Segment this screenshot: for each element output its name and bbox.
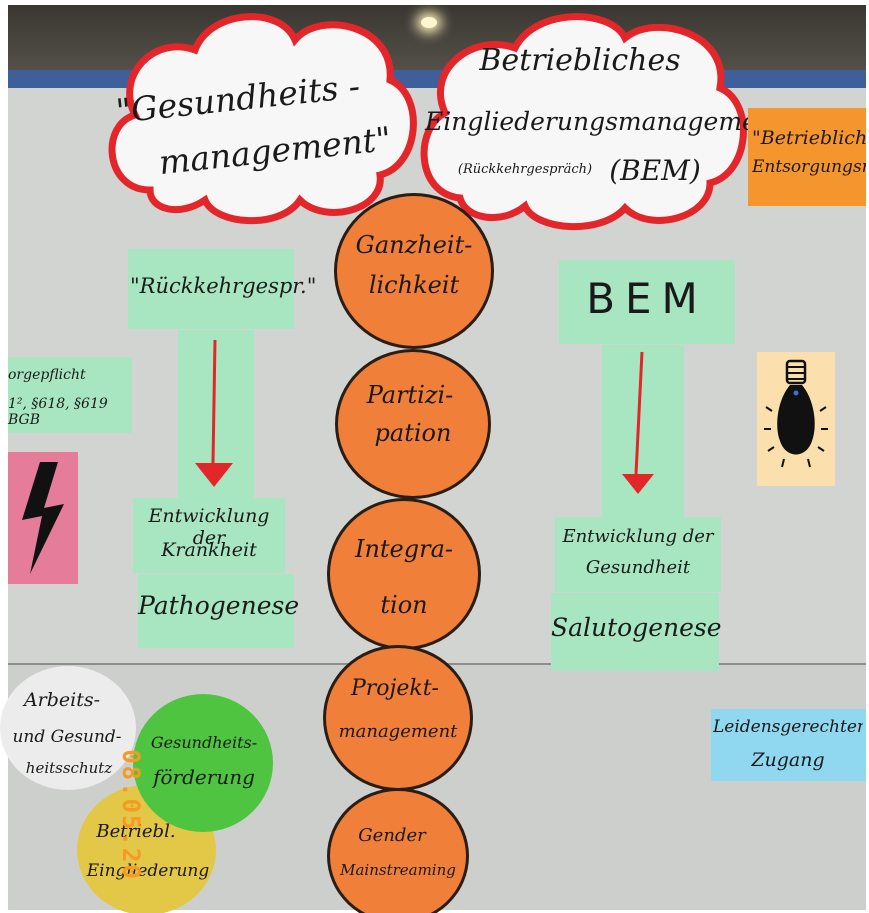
ceiling-light [421,17,437,28]
cloud-right-line3: (Rückkehrgespräch) [457,162,593,177]
circle-gesundheitsfoerderung [133,694,273,832]
circle-projektmanagement-line1: Projekt- [350,676,439,701]
right-down-arrow [622,351,654,494]
circle-partizipation-line1: Partizi- [366,381,454,409]
pathogenese-card [138,574,294,648]
salutogenese-label: Salutogenese [551,613,722,642]
circle-gender-mainstreaming [327,788,469,913]
betriebl-line1: Betriebl. [96,821,176,842]
top-right-card-line2: Entsorgungsm [752,158,866,177]
bem-title: BEM [586,274,708,323]
circle-ganzheitlichkeit-line1: Ganzheit- [355,231,473,259]
betriebl-line2: Eingliederung [86,861,210,881]
cloud-right-line2: Eingliederungsmanagement [425,107,783,136]
entwicklung-gesundheit-line1: Entwicklung der [562,526,714,547]
gesundheitsfoerderung-line1: Gesundheits- [150,733,258,752]
date-stamp: 08.05.20 [117,749,145,881]
circle-integration-line1: Integra- [354,535,454,563]
circle-partizipation-line2: pation [374,419,452,447]
circle-projektmanagement-line2: management [338,721,458,742]
entwicklung-krankheit-line1: Entwicklung der [148,505,270,549]
bem-card [559,260,735,344]
circle-integration [327,498,481,650]
circle-arbeitsschutz [0,666,136,790]
entwicklung-gesundheit-card [555,517,721,592]
cloud-gesundheitsmanagement [108,13,417,225]
circle-ganzheitlichkeit [334,193,494,349]
circle-ganzheitlichkeit-line2: lichkeit [368,271,460,299]
lightning-icon [22,462,64,574]
gesundheitsfoerderung-line2: förderung [153,765,255,789]
circle-partizipation [335,349,491,499]
fuersorgepflicht-card [8,357,132,433]
leidensgerechter-line1: Leidensgerechter [713,718,863,737]
cloud-right-line1: Betriebliches [479,43,681,78]
arbeitsschutz-line2: und Gesund- [12,727,122,747]
top-right-card-line1: "Betrieblich [752,128,866,149]
fuersorgepflicht-line1: orgepflicht [8,367,86,383]
entwicklung-gesundheit-line2: Gesundheit [585,557,691,578]
right-arrow-strip [602,345,684,517]
fuersorgepflicht-line2: 1², §618, §619 BGB [8,396,108,429]
lightbulb-icon [764,359,828,468]
circle-gender-line2: Mainstreaming [340,861,456,879]
cloud-bem [420,13,747,230]
circle-integration-line2: tion [380,591,428,619]
salutogenese-card [551,593,719,671]
leidensgerechter-zugang-card [711,709,866,781]
circle-projektmanagement [323,645,473,791]
left-down-arrow [195,339,233,487]
entwicklung-krankheit-line2: Krankheit [161,539,257,561]
pathogenese-label: Pathogenese [138,591,300,620]
top-right-card [748,108,866,206]
arbeitsschutz-line1: Arbeits- [23,689,101,711]
arbeitsschutz-line3: heitsschutz [25,759,113,777]
cloud-right-line4: (BEM) [609,154,701,187]
rueckkehrgespraech-card [128,249,294,329]
entwicklung-krankheit-card [133,498,285,573]
circle-gender-line1: Gender [358,825,426,846]
rueckkehrgespraech-title: "Rückkehrgespr." [130,274,317,298]
leidensgerechter-line2: Zugang [751,749,825,771]
